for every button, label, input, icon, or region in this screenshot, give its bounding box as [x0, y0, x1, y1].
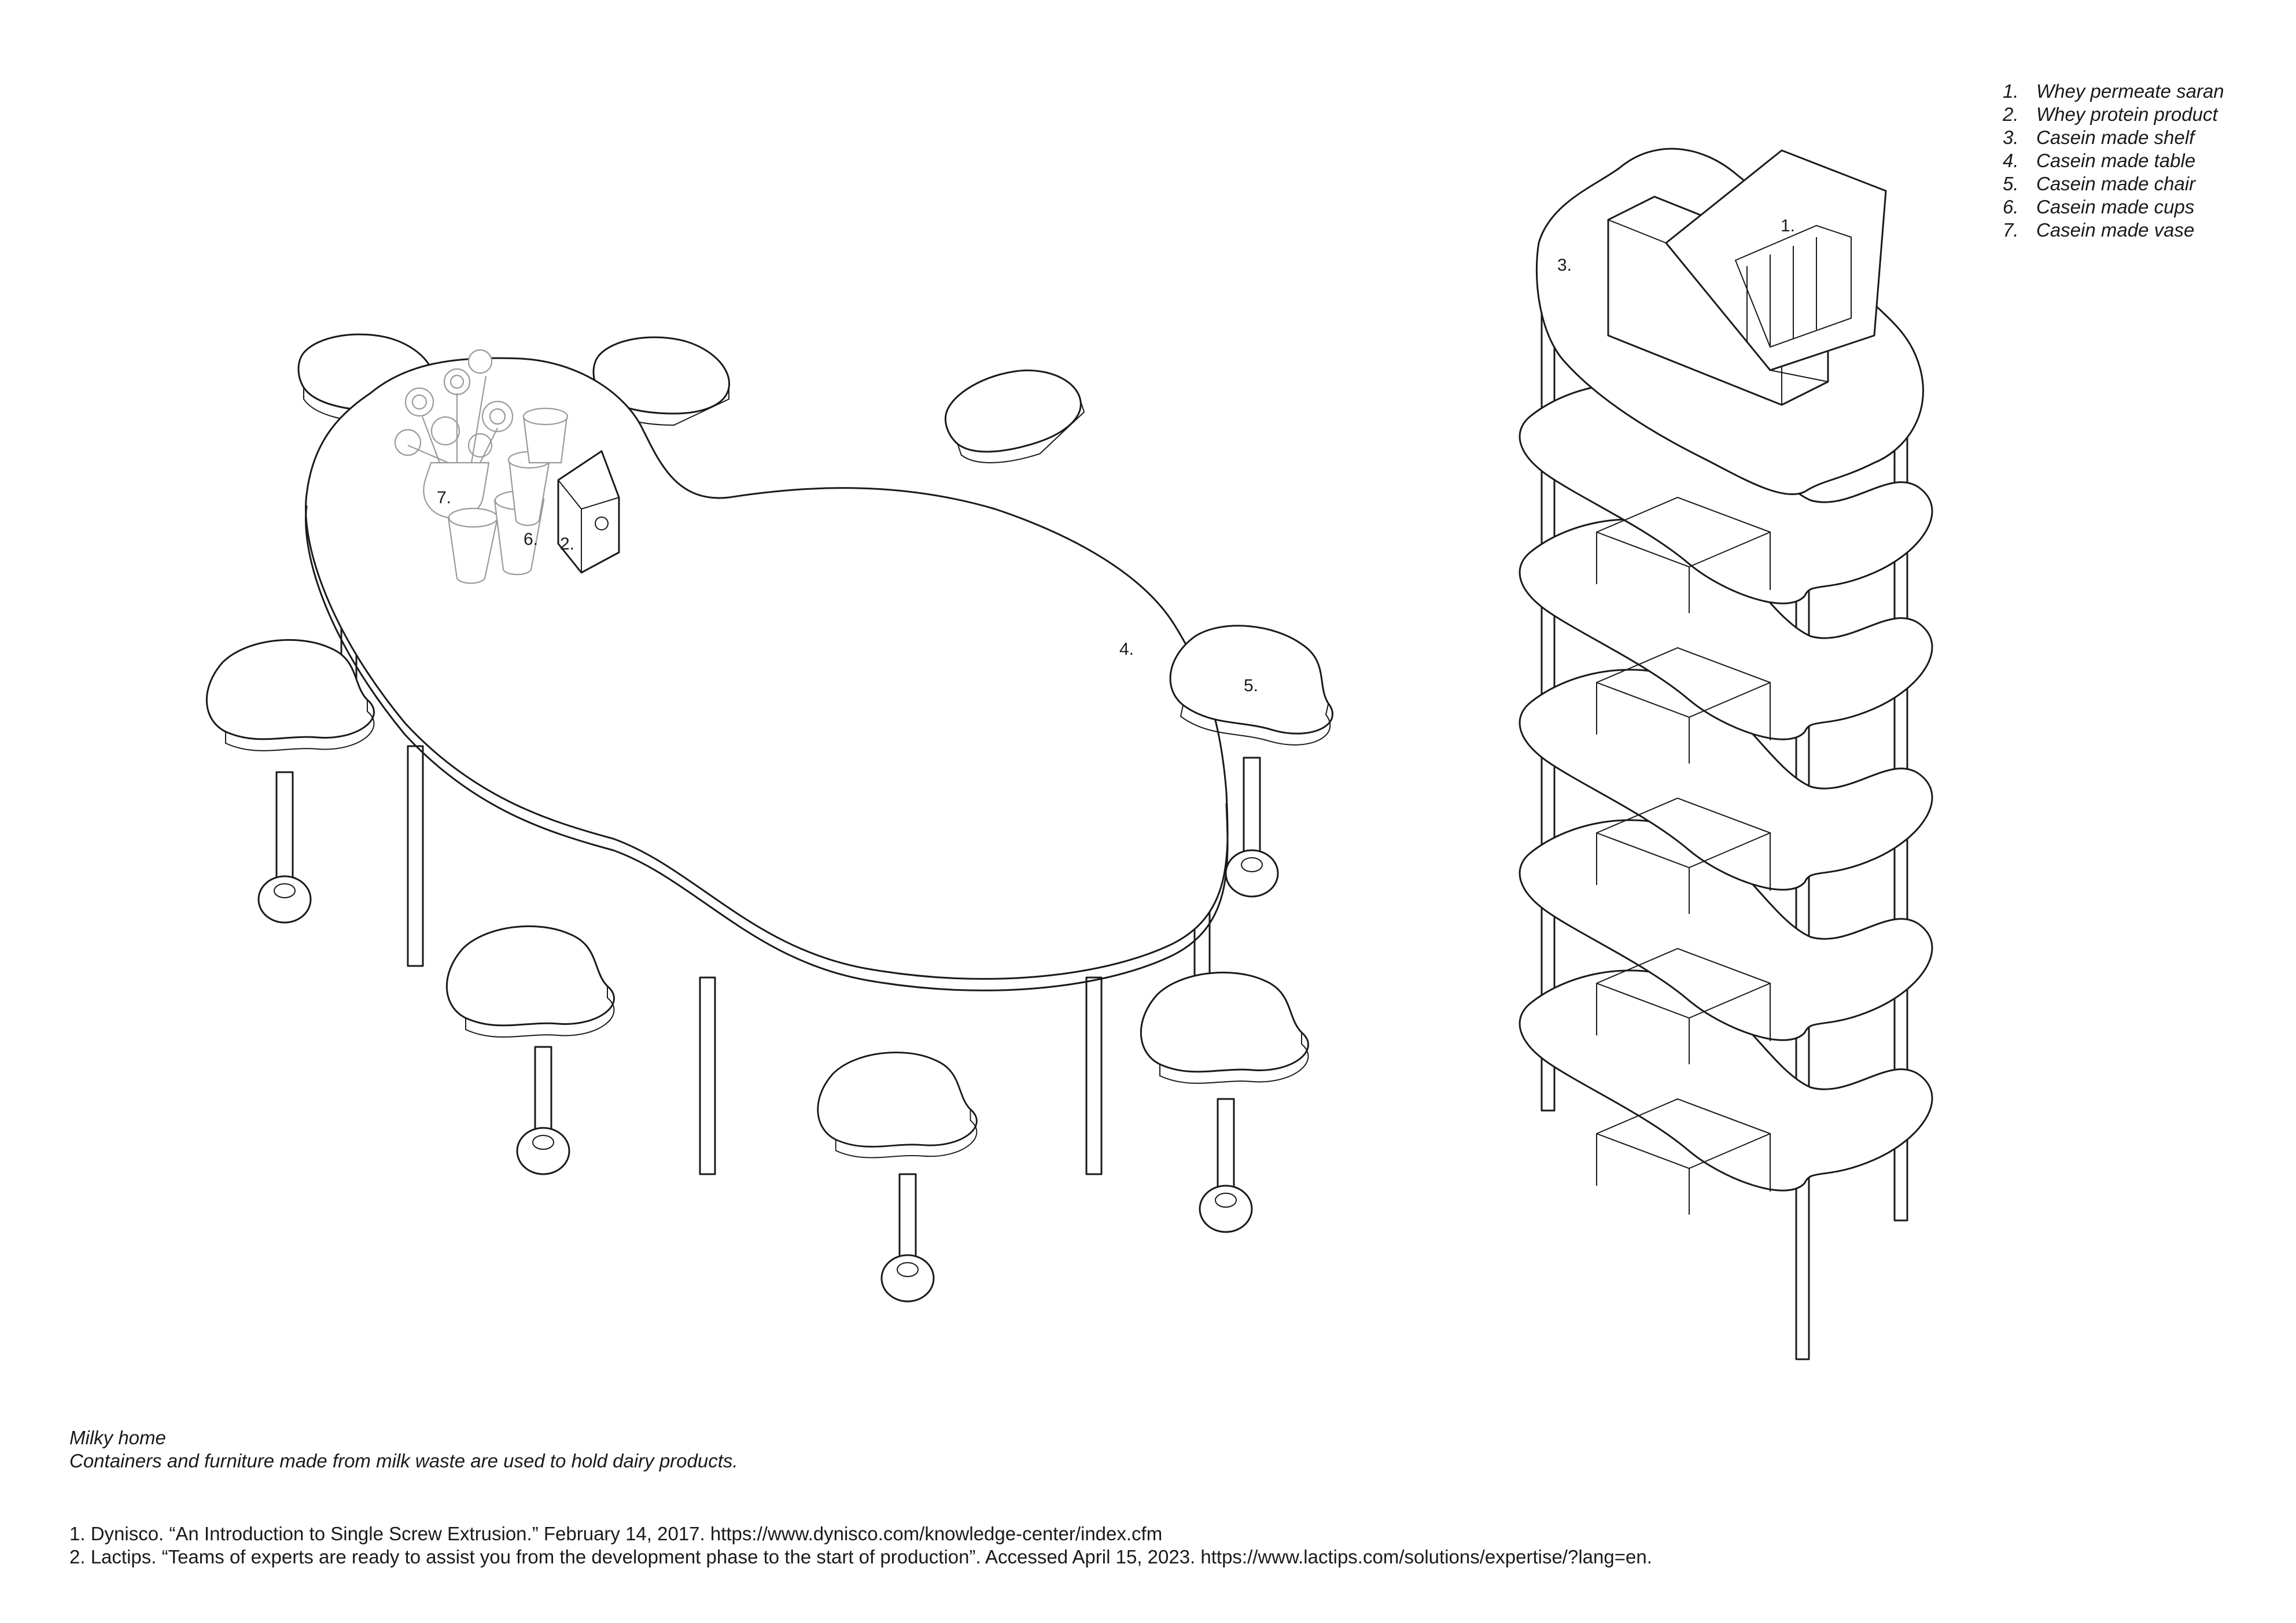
vase: [394, 349, 514, 519]
legend-item: 3.Casein made shelf: [2003, 127, 2195, 148]
caption-description: Containers and furniture made from milk …: [69, 1450, 738, 1471]
references: 1. Dynisco. “An Introduction to Single S…: [69, 1522, 1652, 1569]
caption-title: Milky home: [69, 1427, 166, 1448]
callouts: 1. 2. 3. 4. 5. 6. 7.: [437, 216, 1795, 695]
legend-item: 4.Casein made table: [2003, 150, 2196, 171]
legend-item: 1.Whey permeate saran: [2003, 80, 2224, 102]
cups: [447, 407, 569, 584]
caption: Milky home Containers and furniture made…: [69, 1426, 738, 1473]
table-top: [305, 357, 1229, 991]
legend-item: 2.Whey protein product: [2003, 104, 2218, 125]
flowers: [394, 349, 514, 464]
stored-boxes: [1596, 496, 1771, 1215]
callout-4: 4.: [1119, 640, 1134, 659]
legend-item: 7.Casein made vase: [2003, 219, 2195, 241]
callout-7: 7.: [437, 488, 451, 507]
callout-1: 1.: [1781, 216, 1795, 235]
reference-1: 1. Dynisco. “An Introduction to Single S…: [69, 1523, 1163, 1544]
legend-item: 5.Casein made chair: [2003, 173, 2196, 194]
legend: 1.Whey permeate saran 2.Whey protein pro…: [2003, 80, 2246, 242]
top-open-box: [1607, 149, 1887, 406]
whey-protein-box: [557, 450, 620, 574]
legend-item: 6.Casein made cups: [2003, 196, 2195, 217]
table-group: [205, 333, 1348, 1303]
chair-back-right: [935, 352, 1090, 469]
callout-5: 5.: [1244, 676, 1258, 695]
chair-front-left: [445, 925, 615, 1175]
callout-2: 2.: [560, 534, 574, 554]
callout-3: 3.: [1557, 256, 1572, 275]
callout-6: 6.: [524, 530, 538, 549]
reference-2: 2. Lactips. “Teams of experts are ready …: [69, 1546, 1652, 1567]
chair-right: [1162, 610, 1348, 898]
chair-front-center: [817, 1052, 978, 1303]
casein-shelf: [1519, 147, 1933, 1360]
chair-left: [205, 639, 375, 924]
chair-front-right: [1140, 971, 1309, 1233]
